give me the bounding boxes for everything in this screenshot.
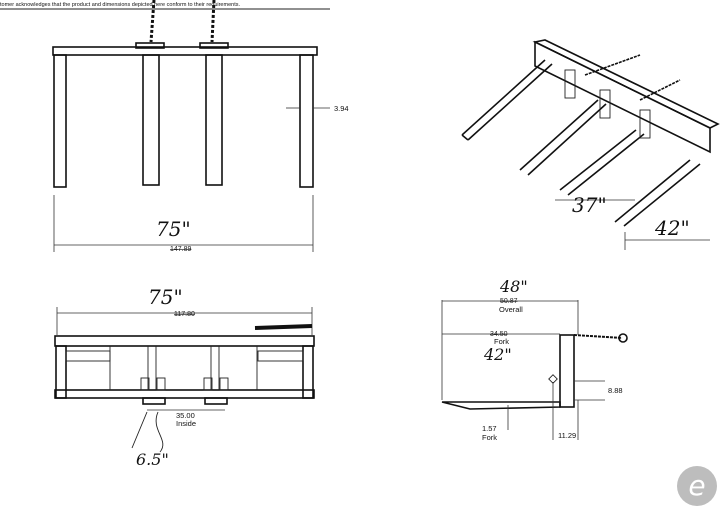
header-note: tomer acknowledges that the product and … bbox=[0, 2, 240, 8]
top-struck-width: 117.80 bbox=[174, 311, 195, 318]
side-struck-overall: 50.87 bbox=[500, 298, 518, 305]
side-view bbox=[441, 300, 628, 440]
top-inside-label: Inside bbox=[176, 419, 196, 428]
top-view bbox=[54, 307, 315, 453]
side-handwritten-fork: 42" bbox=[483, 345, 512, 364]
side-struck-fork: 34.50 bbox=[490, 331, 508, 338]
side-fork-label: Fork bbox=[494, 337, 509, 346]
svg-text:e: e bbox=[688, 469, 705, 502]
front-struck-width: 147.89 bbox=[170, 246, 192, 253]
side-handwritten-overall: 48" bbox=[499, 277, 528, 296]
side-fork-thickness-value: 1.57 bbox=[482, 424, 497, 433]
iso-handwritten-width: 42" bbox=[654, 216, 690, 240]
iso-handwritten-fork-length: 37" bbox=[572, 193, 607, 217]
side-overall-label: Overall bbox=[499, 305, 523, 314]
front-view bbox=[52, 42, 330, 252]
side-depth-value: 11.29 bbox=[558, 431, 576, 440]
side-fork-thickness-label: Fork bbox=[482, 433, 497, 442]
front-handwritten-width: 75" bbox=[156, 217, 191, 241]
chains bbox=[149, 0, 216, 43]
iso-view bbox=[461, 39, 720, 250]
top-inside-value: 35.00 bbox=[176, 411, 195, 420]
top-handwritten-gap: 6.5" bbox=[136, 450, 169, 469]
side-height-value: 8.88 bbox=[608, 386, 623, 395]
front-fork-width: 3.94 bbox=[334, 104, 349, 113]
watermark-logo: e bbox=[677, 466, 717, 506]
top-handwritten-width: 75" bbox=[148, 285, 183, 309]
